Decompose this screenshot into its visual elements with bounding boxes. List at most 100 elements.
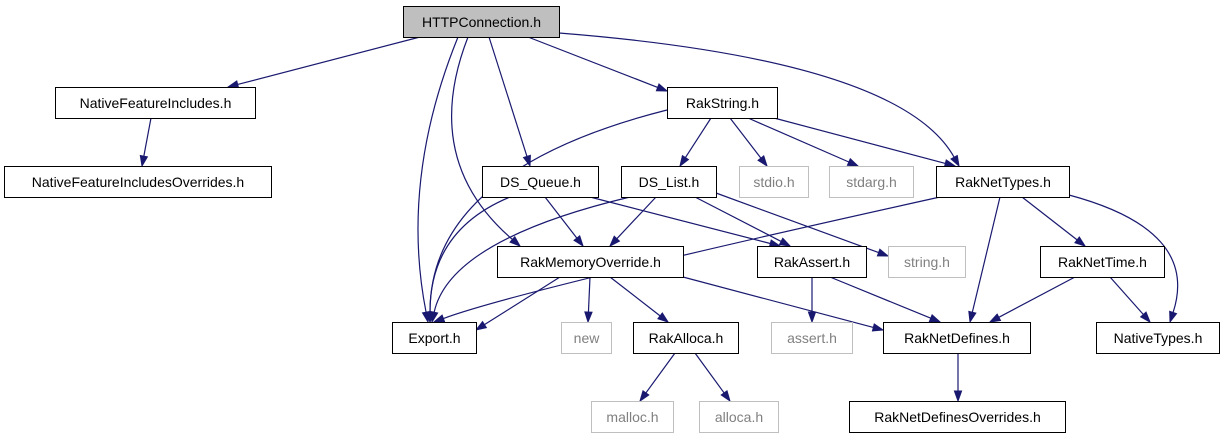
- edge-line: [971, 196, 1001, 313]
- edge-line: [237, 36, 421, 86]
- node-label: stdarg.h: [846, 174, 897, 190]
- arrowhead-icon: [573, 235, 584, 248]
- node-string: string.h: [888, 246, 966, 278]
- node-label: assert.h: [787, 330, 837, 346]
- edge-dslist-to-rakmem: [608, 196, 657, 248]
- node-raknettypes[interactable]: RakNetTypes.h: [936, 166, 1070, 198]
- node-raknettime[interactable]: RakNetTime.h: [1040, 246, 1165, 278]
- node-nfio[interactable]: NativeFeatureIncludesOverrides.h: [4, 166, 272, 198]
- node-box: [771, 322, 853, 354]
- node-nfi[interactable]: NativeFeatureIncludes.h: [55, 87, 256, 119]
- edge-line: [616, 196, 657, 240]
- node-box: [621, 166, 717, 198]
- edge-dslist-to-export: [430, 196, 631, 324]
- node-box: [561, 322, 612, 354]
- arrowhead-icon: [432, 314, 446, 323]
- edge-raknettypes-to-nativetypes: [1068, 194, 1179, 324]
- node-label: NativeFeatureIncludesOverrides.h: [32, 174, 244, 190]
- edge-line: [451, 36, 513, 240]
- edge-line: [488, 36, 528, 157]
- node-box: [392, 322, 477, 354]
- node-rakmem[interactable]: RakMemoryOverride.h: [497, 246, 684, 278]
- edge-line: [587, 276, 591, 313]
- node-stdarg: stdarg.h: [829, 166, 914, 198]
- node-box: [829, 166, 914, 198]
- arrowhead-icon: [430, 310, 439, 324]
- edge-raknettime-to-raknetdefines: [988, 276, 1076, 323]
- node-box: [757, 246, 867, 278]
- node-nativetypes[interactable]: NativeTypes.h: [1096, 322, 1220, 354]
- edge-rakmem-to-export: [474, 276, 561, 331]
- node-rakstring[interactable]: RakString.h: [667, 87, 778, 119]
- edge-rakalloca-to-malloc: [639, 352, 676, 403]
- node-box: [1040, 246, 1165, 278]
- edge-line: [429, 196, 511, 313]
- node-label: RakMemoryOverride.h: [520, 254, 661, 270]
- edge-line: [433, 196, 631, 313]
- arrowhead-icon: [1139, 311, 1151, 324]
- arrowhead-icon: [474, 320, 488, 331]
- arrowhead-icon: [139, 154, 149, 168]
- edge-line: [544, 196, 578, 239]
- edge-rakstring-to-stdio: [729, 117, 768, 168]
- arrowhead-icon: [1169, 310, 1178, 324]
- node-label: RakNetTypes.h: [955, 174, 1051, 190]
- node-label: HTTPConnection.h: [422, 14, 541, 30]
- arrowhead-icon: [509, 235, 522, 247]
- node-label: malloc.h: [606, 409, 658, 425]
- node-label: DS_List.h: [639, 174, 700, 190]
- arrowhead-icon: [226, 80, 240, 89]
- edge-line: [715, 192, 879, 254]
- edge-raknetdefines-to-rndo: [953, 353, 963, 403]
- edge-line: [429, 109, 668, 313]
- node-httpconn[interactable]: HTTPConnection.h: [403, 6, 560, 38]
- node-label: NativeTypes.h: [1114, 330, 1203, 346]
- edge-httpconn-to-nfi: [226, 36, 421, 89]
- edge-line: [558, 32, 955, 158]
- edge-line: [747, 117, 850, 163]
- arrowhead-icon: [1074, 236, 1087, 247]
- node-raknetdefines[interactable]: RakNetDefines.h: [883, 322, 1031, 354]
- edge-dslist-to-rakassert: [694, 196, 792, 247]
- arrowhead-icon: [657, 312, 670, 323]
- arrowhead-icon: [608, 235, 621, 248]
- node-label: RakAssert.h: [774, 254, 850, 270]
- edge-line: [527, 36, 658, 88]
- node-box: [888, 246, 966, 278]
- node-rakassert[interactable]: RakAssert.h: [757, 246, 867, 278]
- edge-line: [645, 352, 676, 394]
- node-label: DS_Queue.h: [500, 174, 581, 190]
- edge-line: [1068, 194, 1179, 313]
- node-box: [633, 322, 739, 354]
- edges-layer: [139, 32, 1179, 403]
- edge-line: [1021, 196, 1078, 241]
- edge-line: [694, 352, 725, 394]
- node-box: [667, 87, 778, 119]
- arrowhead-icon: [953, 390, 963, 403]
- node-dslist[interactable]: DS_List.h: [621, 166, 717, 198]
- node-rakalloca[interactable]: RakAlloca.h: [633, 322, 739, 354]
- edge-line: [609, 276, 661, 317]
- edge-rakstring-to-export: [425, 109, 668, 324]
- node-rndo[interactable]: RakNetDefinesOverrides.h: [849, 401, 1066, 433]
- node-label: alloca.h: [715, 409, 763, 425]
- node-box: [849, 401, 1066, 433]
- node-export[interactable]: Export.h: [392, 322, 477, 354]
- node-label: RakNetTime.h: [1058, 254, 1147, 270]
- edge-httpconn-to-export: [417, 36, 459, 324]
- edge-rakalloca-to-alloca: [694, 352, 731, 403]
- arrowhead-icon: [639, 389, 650, 403]
- edge-line: [682, 276, 874, 329]
- node-label: RakNetDefinesOverrides.h: [874, 409, 1041, 425]
- edge-line: [1109, 276, 1144, 315]
- node-label: new: [574, 330, 601, 346]
- arrowhead-icon: [768, 239, 782, 248]
- edge-httpconn-to-rakmem: [451, 36, 522, 247]
- node-dsqueue[interactable]: DS_Queue.h: [482, 166, 599, 198]
- edge-rakstring-to-stdarg: [747, 117, 860, 167]
- edge-line: [143, 117, 152, 157]
- node-label: RakNetDefines.h: [904, 330, 1010, 346]
- node-malloc: malloc.h: [591, 401, 674, 433]
- edge-line: [589, 196, 771, 245]
- edge-httpconn-to-raknettypes: [558, 32, 960, 168]
